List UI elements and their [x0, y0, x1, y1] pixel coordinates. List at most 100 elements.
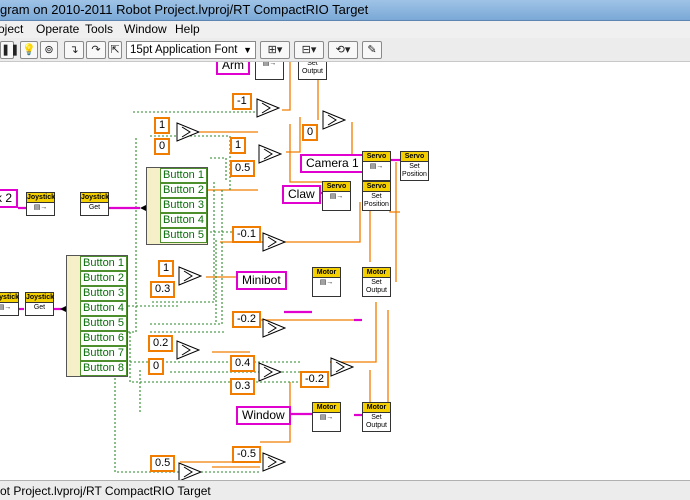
cluster-item[interactable]: Button 4 — [80, 301, 127, 316]
unbundle-cluster-top[interactable]: Button 1 Button 2 Button 3 Button 4 Butt… — [146, 167, 208, 245]
select-function-icon[interactable] — [262, 318, 286, 338]
toolbar: ❚❚ 💡 ⊚ ↴ ↷ ⇱ 15pt Application Font▼ ⊞▾ ⊟… — [0, 38, 690, 62]
numeric-constant[interactable]: 0.3 — [230, 378, 256, 395]
arm-string[interactable]: Arm — [216, 62, 250, 75]
numeric-constant[interactable]: 1 — [230, 137, 247, 154]
cluster-item[interactable]: Button 3 — [80, 286, 127, 301]
vi-header-label: Joystick — [27, 193, 56, 203]
numeric-constant[interactable]: 0 — [154, 138, 171, 155]
cluster-item[interactable]: Button 5 — [160, 228, 207, 243]
claw-string[interactable]: Claw — [282, 185, 321, 204]
select-function-icon[interactable] — [178, 266, 202, 286]
numeric-constant[interactable]: -0.2 — [300, 371, 329, 388]
cluster-item[interactable]: Button 4 — [160, 213, 207, 228]
select-function-icon[interactable] — [176, 122, 200, 142]
select-function-icon[interactable] — [176, 340, 200, 360]
distribute-objects-button[interactable]: ⊟▾ — [294, 41, 324, 59]
joystick-open-vi[interactable]: Joystick▤→ — [26, 192, 55, 216]
cluster-item[interactable]: Button 3 — [160, 198, 207, 213]
menu-help[interactable]: Help — [175, 22, 200, 36]
select-function-icon[interactable] — [262, 232, 286, 252]
vi-header-label: Servo — [363, 182, 390, 192]
menu-window[interactable]: Window — [124, 22, 167, 36]
status-bar: ot Project.lvproj/RT CompactRIO Target — [0, 480, 690, 500]
set-output-label: Set Output — [365, 414, 387, 429]
select-function-icon[interactable] — [258, 144, 282, 164]
numeric-constant[interactable]: 0 — [302, 124, 319, 141]
menu-bar: oject Operate Tools Window Help — [0, 21, 690, 38]
numeric-constant[interactable]: -0.1 — [232, 226, 261, 243]
select-function-icon[interactable] — [256, 98, 280, 118]
status-text: ot Project.lvproj/RT CompactRIO Target — [0, 484, 211, 498]
numeric-constant[interactable]: 0 — [148, 358, 165, 375]
step-over-icon[interactable]: ↷ — [86, 41, 106, 59]
align-objects-button[interactable]: ⊞▾ — [260, 41, 290, 59]
window-motor-open-vi[interactable]: Motor▤→ — [312, 402, 341, 432]
unbundle-cluster-bottom[interactable]: Button 1 Button 2 Button 3 Button 4 Butt… — [66, 255, 128, 377]
window-string[interactable]: Window — [236, 406, 291, 425]
numeric-constant[interactable]: -1 — [232, 93, 252, 110]
menu-operate[interactable]: Operate — [36, 22, 80, 36]
vi-header-label: Joystick — [26, 293, 55, 303]
select-function-icon[interactable] — [258, 362, 282, 382]
cluster-item[interactable]: Button 5 — [80, 316, 127, 331]
clean-up-diagram-icon[interactable]: ✎ — [362, 41, 382, 59]
joystick-2-string[interactable]: k 2 — [0, 189, 19, 208]
select-function-icon[interactable] — [262, 452, 286, 472]
menu-tools[interactable]: Tools — [85, 22, 114, 36]
numeric-constant[interactable]: 0.4 — [230, 355, 256, 372]
numeric-constant[interactable]: 0.2 — [148, 335, 174, 352]
set-position-label: Set Position — [364, 193, 389, 208]
vi-header-label: Joystick — [0, 293, 19, 303]
arm-set-output-vi[interactable]: Set Output — [298, 62, 327, 80]
set-output-label: Set Output — [301, 62, 323, 75]
vi-header-label: Motor — [363, 268, 390, 278]
numeric-constant[interactable]: 0.5 — [230, 160, 256, 177]
step-into-icon[interactable]: ↴ — [64, 41, 84, 59]
joystick-open-vi-2[interactable]: Joystick▤→ — [0, 292, 19, 316]
minibot-motor-open-vi[interactable]: Motor▤→ — [312, 267, 341, 297]
highlight-execution-icon[interactable]: 💡 — [20, 41, 38, 59]
numeric-constant[interactable]: 1 — [154, 117, 171, 134]
numeric-constant[interactable]: 0.5 — [150, 455, 176, 472]
cluster-item[interactable]: Button 2 — [160, 183, 207, 198]
select-function-icon[interactable] — [178, 462, 202, 480]
vi-header-label: Motor — [313, 403, 340, 413]
vi-header-label: Servo — [401, 152, 428, 162]
cluster-item[interactable]: Button 1 — [80, 256, 127, 271]
cluster-item[interactable]: Button 1 — [160, 168, 207, 183]
camera-servo-open-vi[interactable]: Servo▤→ — [362, 151, 391, 181]
pause-button[interactable]: ❚❚ — [0, 41, 19, 59]
vi-header-label: Servo — [363, 152, 390, 162]
step-out-icon[interactable]: ⇱ — [108, 41, 122, 59]
font-select[interactable]: 15pt Application Font▼ — [126, 41, 256, 59]
select-function-icon[interactable] — [330, 357, 354, 377]
cluster-item[interactable]: Button 8 — [80, 361, 127, 376]
numeric-constant[interactable]: -0.2 — [232, 311, 261, 328]
menu-project[interactable]: oject — [0, 22, 24, 36]
reorder-button[interactable]: ⟲▾ — [328, 41, 358, 59]
numeric-constant[interactable]: -0.5 — [232, 446, 261, 463]
minibot-string[interactable]: Minibot — [236, 271, 287, 290]
block-diagram[interactable]: Arm k 2 Camera 1 Claw Minibot Window ▤→ … — [0, 62, 690, 480]
select-function-icon[interactable] — [322, 110, 346, 130]
numeric-constant[interactable]: 1 — [158, 260, 175, 277]
numeric-constant[interactable]: 0.3 — [150, 281, 176, 298]
title-bar: gram on 2010-2011 Robot Project.lvproj/R… — [0, 0, 690, 21]
retain-wire-values-icon[interactable]: ⊚ — [40, 41, 58, 59]
cluster-item[interactable]: Button 2 — [80, 271, 127, 286]
cluster-item[interactable]: Button 6 — [80, 331, 127, 346]
cluster-item[interactable]: Button 7 — [80, 346, 127, 361]
vi-header-label: Motor — [363, 403, 390, 413]
window-title: gram on 2010-2011 Robot Project.lvproj/R… — [0, 2, 369, 17]
camera-1-string[interactable]: Camera 1 — [300, 154, 365, 173]
claw-servo-open-vi[interactable]: Servo▤→ — [322, 181, 351, 211]
font-select-value: 15pt Application Font — [130, 44, 238, 56]
open-ref-vi[interactable]: ▤→ — [255, 62, 284, 80]
